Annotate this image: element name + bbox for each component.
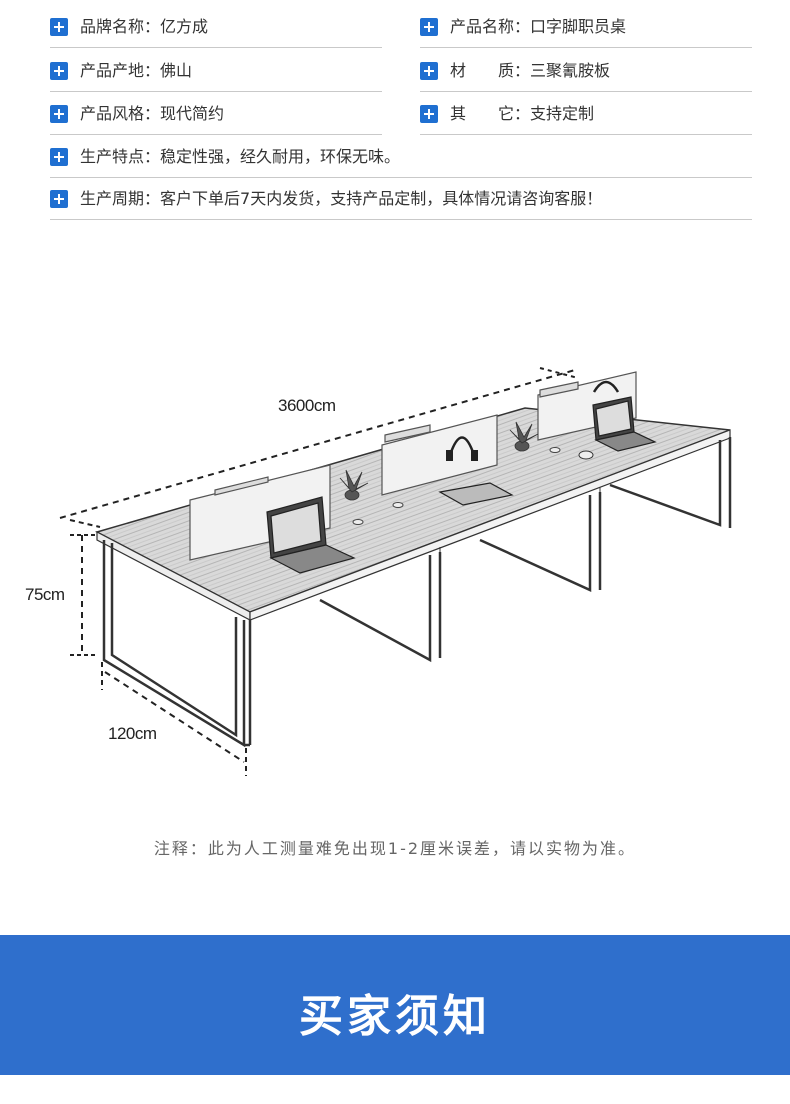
spec-features: 生产特点：稳定性强，经久耐用，环保无味。 [50, 138, 752, 178]
spec-value: 三聚氰胺板 [530, 61, 611, 80]
notice-banner: 买家须知 [0, 935, 790, 1075]
spec-value: 亿方成 [160, 17, 209, 36]
length-label: 3600cm [278, 396, 336, 415]
plus-icon [50, 148, 68, 166]
spec-value: 口字脚职员桌 [530, 17, 627, 36]
spec-label: 品牌名称 [80, 17, 145, 36]
spec-other: 其 它：支持定制 [420, 95, 752, 135]
height-label: 75cm [25, 585, 65, 604]
plus-icon [420, 105, 438, 123]
spec-product-name: 产品名称：口字脚职员桌 [420, 8, 752, 48]
measurement-note: 注释：此为人工测量难免出现1-2厘米误差，请以实物为准。 [153, 839, 637, 858]
spec-label: 产品风格 [80, 104, 145, 123]
spec-material: 材 质：三聚氰胺板 [420, 52, 752, 92]
spec-cycle: 生产周期：客户下单后7天内发货，支持产品定制，具体情况请咨询客服！ [50, 180, 752, 220]
depth-label: 120cm [108, 724, 157, 743]
spec-label: 生产特点 [80, 147, 145, 166]
headphone-icon [446, 450, 453, 461]
plus-icon [50, 62, 68, 80]
plus-icon [50, 190, 68, 208]
spec-label: 其 它 [450, 104, 515, 123]
spec-label: 生产周期 [80, 189, 145, 208]
spec-label: 产品产地 [80, 61, 145, 80]
spec-value: 稳定性强，经久耐用，环保无味。 [160, 147, 401, 166]
plus-icon [50, 18, 68, 36]
spec-value: 客户下单后7天内发货，支持产品定制，具体情况请咨询客服！ [160, 189, 603, 208]
plus-icon [420, 18, 438, 36]
plus-icon [420, 62, 438, 80]
spec-value: 现代简约 [160, 104, 225, 123]
spec-value: 佛山 [160, 61, 193, 80]
spec-origin: 产品产地：佛山 [50, 52, 382, 92]
spec-label: 材 质 [450, 61, 515, 80]
spec-style: 产品风格：现代简约 [50, 95, 382, 135]
spec-label: 产品名称 [450, 17, 515, 36]
plus-icon [50, 105, 68, 123]
spec-brand: 品牌名称：亿方成 [50, 8, 382, 48]
banner-title: 买家须知 [299, 991, 491, 1042]
desk-diagram [59, 367, 732, 776]
spec-value: 支持定制 [530, 104, 595, 123]
